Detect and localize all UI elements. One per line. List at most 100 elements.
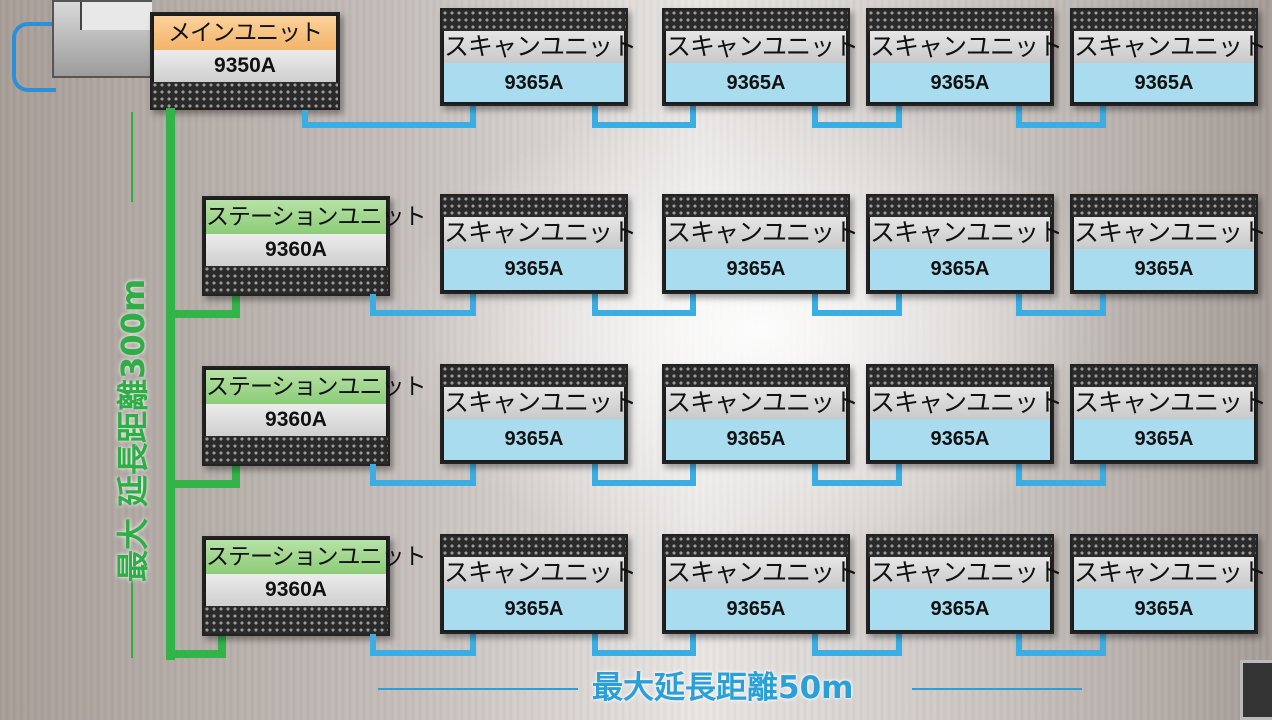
blue-link: [592, 122, 696, 128]
scan-unit: スキャンユニット 9365A: [662, 8, 859, 106]
scan-unit-panel: [664, 366, 848, 387]
blue-link: [1016, 310, 1106, 316]
blue-link: [896, 462, 902, 486]
blue-link: [370, 464, 376, 484]
green-bus-link-2b: [232, 465, 240, 487]
blue-link: [812, 310, 902, 316]
blue-link: [470, 104, 476, 128]
blue-link: [592, 632, 598, 656]
scan-unit-model: 9365A: [870, 419, 1050, 460]
scan-unit-panel: [664, 536, 848, 557]
blue-link: [370, 650, 476, 656]
scan-unit: スキャンユニット 9365A: [662, 194, 859, 294]
blue-link: [1100, 632, 1106, 656]
pc-cable: [12, 22, 56, 92]
blue-link: [1016, 632, 1022, 656]
blue-link: [592, 310, 696, 316]
blue-link: [1016, 462, 1022, 486]
scan-unit-name: スキャンユニット: [444, 31, 637, 63]
scan-unit: スキャンユニット 9365A: [440, 534, 637, 634]
scan-unit-model: 9365A: [666, 249, 846, 290]
scan-unit: スキャンユニット 9365A: [662, 534, 859, 634]
blue-link: [690, 462, 696, 486]
station-unit-model: 9360A: [206, 404, 386, 436]
scan-unit: スキャンユニット 9365A: [1070, 194, 1267, 294]
blue-link: [1100, 292, 1106, 316]
scan-unit-panel: [442, 536, 626, 557]
vertical-max-distance-label: 最大 延長距離300m: [114, 278, 152, 582]
blue-link: [470, 292, 476, 316]
blue-link: [1016, 292, 1022, 316]
scan-unit: スキャンユニット 9365A: [440, 8, 637, 106]
blue-link: [1016, 104, 1022, 128]
scan-unit-model: 9365A: [444, 589, 624, 630]
blue-link: [812, 462, 818, 486]
scan-unit: スキャンユニット 9365A: [866, 534, 1063, 634]
blue-link: [812, 104, 818, 128]
scan-unit-name: スキャンユニット: [444, 387, 637, 419]
scan-unit-name: スキャンユニット: [870, 557, 1063, 589]
main-unit-name: メインユニット: [154, 16, 336, 50]
green-bus-link-1b: [232, 295, 240, 317]
main-unit: メインユニット 9350A: [150, 12, 340, 110]
blue-link: [812, 292, 818, 316]
scan-unit-name: スキャンユニット: [1074, 217, 1267, 249]
station-unit-panel: [204, 436, 388, 464]
green-bus-link-3: [166, 650, 226, 658]
scan-unit-name: スキャンユニット: [666, 387, 859, 419]
scan-unit-name: スキャンユニット: [870, 217, 1063, 249]
scan-unit: スキャンユニット 9365A: [440, 364, 637, 464]
green-bus-link-2: [166, 480, 240, 488]
scan-unit-panel: [1072, 536, 1256, 557]
blue-link: [896, 292, 902, 316]
scan-unit: スキャンユニット 9365A: [440, 194, 637, 294]
scan-unit-panel: [868, 196, 1052, 217]
blue-link: [302, 122, 476, 128]
scan-unit-name: スキャンユニット: [666, 31, 859, 63]
scan-unit-model: 9365A: [870, 63, 1050, 102]
station-unit-panel: [204, 606, 388, 634]
scan-unit-model: 9365A: [1074, 419, 1254, 460]
scan-unit-model: 9365A: [666, 63, 846, 102]
scan-unit-panel: [1072, 366, 1256, 387]
scan-unit-panel: [664, 10, 848, 31]
scan-unit-panel: [868, 536, 1052, 557]
green-bus-line: [166, 108, 175, 660]
pc-computer-icon: [52, 0, 152, 78]
blue-link: [1016, 122, 1106, 128]
blue-link: [812, 122, 902, 128]
scan-unit-name: スキャンユニット: [1074, 387, 1267, 419]
scan-unit-panel: [1072, 10, 1256, 31]
horizontal-arrow-right: [912, 688, 1082, 690]
station-unit-model: 9360A: [206, 574, 386, 606]
scan-unit-panel: [442, 196, 626, 217]
monitor-icon: [1240, 660, 1272, 720]
scan-unit-name: スキャンユニット: [1074, 31, 1267, 63]
vertical-arrow-bottom: [131, 578, 133, 658]
scan-unit-name: スキャンユニット: [870, 31, 1063, 63]
blue-link: [470, 462, 476, 486]
blue-link: [370, 294, 376, 314]
scan-unit-name: スキャンユニット: [666, 217, 859, 249]
main-unit-model: 9350A: [154, 50, 336, 82]
blue-link: [370, 634, 376, 654]
blue-link: [1016, 480, 1106, 486]
scan-unit-model: 9365A: [444, 63, 624, 102]
scan-unit-name: スキャンユニット: [870, 387, 1063, 419]
blue-link: [1100, 104, 1106, 128]
blue-link: [302, 110, 308, 128]
scan-unit-panel: [868, 366, 1052, 387]
vertical-arrow-top: [131, 112, 133, 202]
blue-link: [812, 650, 902, 656]
horizontal-arrow-left: [378, 688, 578, 690]
scan-unit: スキャンユニット 9365A: [866, 364, 1063, 464]
station-unit-panel: [204, 266, 388, 294]
station-unit-name: ステーションユニット: [206, 370, 427, 404]
station-unit-model: 9360A: [206, 234, 386, 266]
scan-unit-model: 9365A: [444, 419, 624, 460]
green-bus-link-3b: [218, 635, 226, 657]
scan-unit-model: 9365A: [1074, 63, 1254, 102]
scan-unit: スキャンユニット 9365A: [662, 364, 859, 464]
scan-unit: スキャンユニット 9365A: [866, 8, 1063, 106]
